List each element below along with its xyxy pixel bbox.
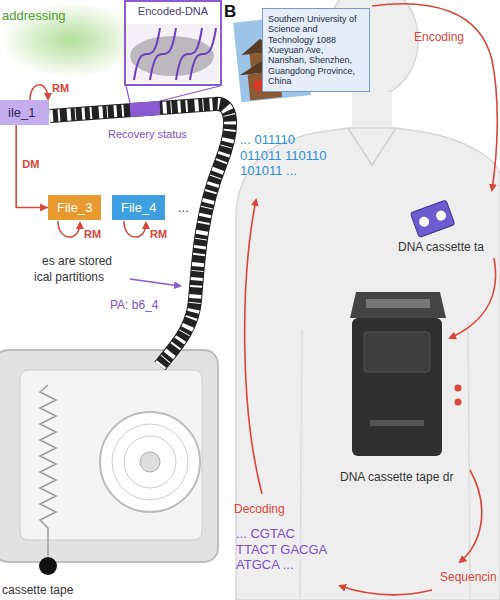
cassette-body — [0, 350, 218, 562]
pointer-arrow — [130, 279, 180, 286]
file-box: ile_1 — [0, 100, 49, 125]
green-glow — [0, 2, 140, 78]
arrow-head — [40, 204, 48, 212]
workflow-arc — [372, 4, 497, 190]
operation-label: RM — [84, 228, 101, 241]
panel-letter: B — [224, 2, 236, 22]
node-text: File_4 — [121, 200, 156, 215]
node-text: ile_1 — [8, 105, 35, 120]
rm-loop — [30, 85, 48, 100]
reel-hub — [140, 452, 160, 472]
rm-loop — [124, 221, 146, 237]
node-text: Southern University of Science and Techn… — [268, 14, 364, 86]
status-dot — [455, 385, 462, 392]
tape-reel — [112, 424, 188, 500]
note: es are stored — [42, 254, 112, 268]
file-box: File_3 — [48, 195, 101, 220]
small-reel — [418, 215, 431, 228]
step-label: Sequencin — [440, 570, 497, 584]
drive-panel — [364, 332, 430, 372]
step-label: Encoding — [414, 30, 464, 44]
person-body — [236, 128, 500, 600]
connector — [16, 125, 48, 212]
drive-lid — [350, 292, 446, 318]
workflow-arc — [245, 200, 262, 494]
workflow-arc — [450, 258, 496, 338]
tape-drive — [352, 318, 442, 456]
node-text: File_3 — [57, 200, 92, 215]
file-box: File_4 — [112, 195, 165, 220]
person-neck — [352, 92, 392, 132]
dna-sequence: ... CGTAC TTACT GACGA ATGCA ... — [236, 526, 332, 573]
workflow-arc — [460, 470, 482, 562]
note: ical partitions — [34, 270, 104, 284]
tape-partition — [130, 108, 160, 110]
dna-helix — [134, 28, 216, 80]
tape-reel — [100, 412, 200, 512]
operation-label: RM — [52, 82, 69, 95]
node-text: Encoded-DNA — [130, 5, 216, 17]
figure-caption: cassette tape — [2, 583, 73, 597]
tape-reel — [124, 436, 176, 488]
knob — [39, 557, 57, 575]
connector-line — [16, 125, 48, 208]
tape-barcode — [50, 104, 230, 366]
person-collar — [348, 128, 396, 165]
tape-ribbon — [50, 104, 230, 366]
person-arm — [300, 320, 470, 600]
device-label: DNA cassette tape dr — [340, 470, 453, 484]
partition-address: PA: b6_4 — [110, 298, 158, 312]
operation-label: RM — [150, 228, 167, 241]
spring — [40, 385, 56, 556]
small-reel — [435, 209, 448, 222]
workflow-arc — [340, 586, 432, 595]
step-label: Decoding — [234, 502, 285, 516]
device-label: DNA cassette ta — [398, 240, 484, 254]
drive-tray — [370, 420, 424, 426]
small-cassette — [410, 200, 455, 237]
drive-slot — [366, 299, 430, 308]
rm-loop — [58, 221, 80, 237]
dna-ground — [127, 24, 219, 82]
operation-label: DM — [21, 158, 40, 170]
binary-data: ... 011110 011011 110110 101011 ... — [240, 132, 334, 179]
section-label: addressing — [2, 8, 66, 24]
status-label: Recovery status — [108, 128, 187, 141]
address-card: Southern University of Science and Techn… — [262, 8, 370, 92]
status-dot — [455, 399, 462, 406]
ellipsis: ... — [178, 200, 189, 216]
callout-box: Encoded-DNA — [124, 0, 222, 86]
